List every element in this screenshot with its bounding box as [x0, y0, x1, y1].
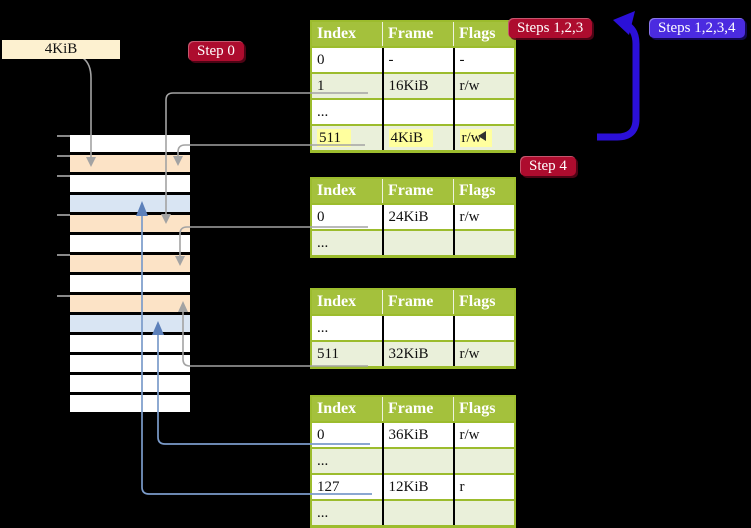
table-cell: 0	[311, 46, 383, 73]
table-row: 0--	[311, 46, 515, 73]
table-cell: 0	[311, 203, 383, 230]
column-header-index: Index	[311, 289, 383, 315]
memory-row-page-table	[70, 215, 190, 232]
memory-row-free	[70, 375, 190, 392]
table-cell	[381, 98, 454, 125]
table-cell	[381, 314, 454, 341]
table-cell: -	[452, 46, 515, 73]
table-row: 511 4KiB r/w	[311, 124, 515, 152]
table-row: ...	[311, 98, 515, 125]
table-row: ...	[311, 314, 515, 341]
table-cell	[452, 447, 515, 474]
table-row: ...	[311, 499, 515, 527]
column-header-index: Index	[311, 178, 383, 204]
column-header-frame: Frame	[382, 396, 454, 422]
highlighted-value: 4KiB	[388, 128, 434, 147]
step4-badge: Step 4	[520, 156, 576, 176]
column-header-flags: Flags	[453, 289, 515, 315]
table-row: ...	[311, 447, 515, 474]
table-cell: ...	[311, 229, 383, 257]
column-header-frame: Frame	[382, 21, 454, 47]
table-cell: 4KiB	[381, 124, 454, 152]
memory-row-free	[70, 175, 190, 192]
table-cell: r/w	[452, 124, 515, 152]
steps1234-badge: Steps 1,2,3,4	[649, 18, 745, 38]
table-cell: 1	[311, 72, 383, 99]
table-cell: -	[381, 46, 454, 73]
memory-row-page-table	[70, 255, 190, 272]
table-cell: 511	[311, 124, 383, 152]
table-cell	[381, 229, 454, 257]
memory-column	[70, 135, 190, 415]
highlighted-value: r/w	[459, 128, 492, 147]
step0-badge: Step 0	[188, 41, 244, 61]
table-cell: 127	[311, 473, 383, 500]
table-cell: r/w	[452, 72, 515, 99]
table-row: ...	[311, 229, 515, 257]
table-cell: r/w	[452, 203, 515, 230]
table-cell: ...	[311, 447, 383, 474]
memory-tick-marks	[57, 135, 70, 297]
memory-row-free	[70, 355, 190, 372]
memory-row-free	[70, 395, 190, 412]
table-cell	[452, 499, 515, 527]
column-header-index: Index	[311, 21, 383, 47]
table-cell: r	[452, 473, 515, 500]
memory-row-page-table	[70, 295, 190, 312]
table-cell: 32KiB	[381, 340, 454, 368]
table-cell: 16KiB	[381, 72, 454, 99]
table-cell: r/w	[452, 340, 515, 368]
translation-steps-arrow	[597, 11, 640, 141]
memory-row-mapped	[70, 315, 190, 332]
highlighted-value: 511	[317, 128, 351, 147]
table-cell: 24KiB	[381, 203, 454, 230]
table-cell: 0	[311, 421, 383, 448]
column-header-flags: Flags	[453, 21, 515, 47]
memory-row-free	[70, 135, 190, 152]
frame-size-label: 4KiB	[2, 40, 120, 59]
memory-row-free	[70, 335, 190, 352]
table-cell	[452, 314, 515, 341]
memory-row-page-table	[70, 155, 190, 172]
table-cell: 12KiB	[381, 473, 454, 500]
table-cell	[381, 499, 454, 527]
memory-row-free	[70, 275, 190, 292]
table-cell: r/w	[452, 421, 515, 448]
table-cell: 511	[311, 340, 383, 368]
memory-row-mapped	[70, 195, 190, 212]
column-header-flags: Flags	[453, 178, 515, 204]
column-header-flags: Flags	[453, 396, 515, 422]
column-header-index: Index	[311, 396, 383, 422]
table-cell	[452, 229, 515, 257]
table-cell	[452, 98, 515, 125]
steps123-badge: Steps 1,2,3	[508, 18, 593, 38]
table-cell: ...	[311, 98, 383, 125]
table-cell	[381, 447, 454, 474]
table-cell: ...	[311, 499, 383, 527]
column-header-frame: Frame	[382, 289, 454, 315]
table-cell: 36KiB	[381, 421, 454, 448]
table-cell: ...	[311, 314, 383, 341]
column-header-frame: Frame	[382, 178, 454, 204]
memory-row-free	[70, 235, 190, 252]
